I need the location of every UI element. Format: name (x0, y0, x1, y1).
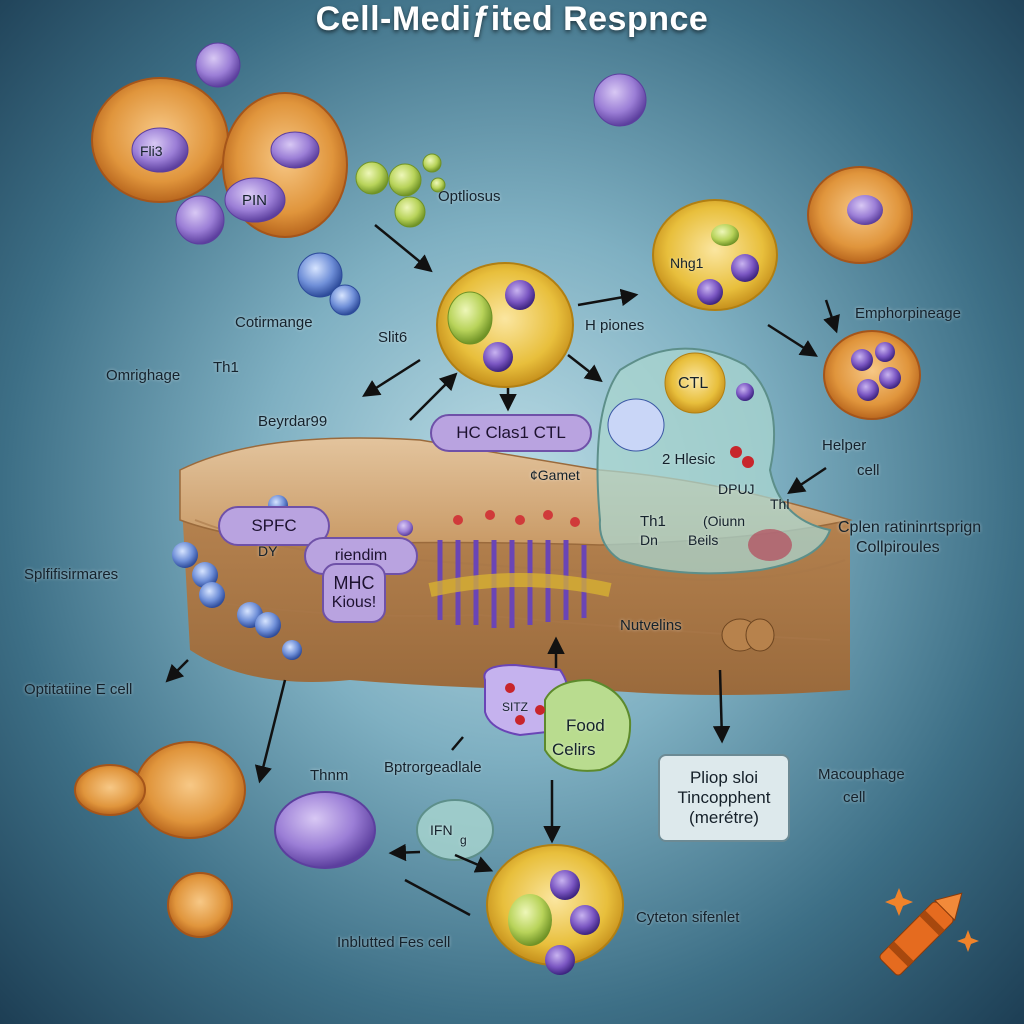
slit6-label: Slit6 (378, 329, 408, 346)
riendim-label: riendim (334, 547, 388, 564)
hc-class1-ctl-label: HC Clas1 CTL (456, 423, 566, 442)
ifn-label: IFN (430, 822, 453, 838)
food-label-1: Food (566, 716, 605, 735)
dpuj-label: DPUJ (718, 481, 755, 497)
omrighage-label: Omrighage (106, 367, 181, 384)
emphorpineage-label: Emphorpineage (855, 305, 961, 322)
macouphage-label-2: cell (843, 789, 866, 806)
ctl-bubble (596, 347, 832, 575)
spfc-label: SPFC (251, 516, 297, 535)
cplen-label-2: Collpiroules (856, 539, 940, 556)
th1-mid-label: Th1 (640, 513, 666, 530)
cplen-label-1: Cplen ratininrtsprign (838, 519, 982, 536)
mhc-box: MHC Kious! (322, 563, 386, 623)
optliosus-label: Optliosus (438, 188, 501, 205)
food-cells-blob (483, 663, 632, 772)
optitatiine-label: Optitatiine E cell (24, 681, 133, 698)
right-top-cells (652, 166, 921, 420)
nutvelins-label: Nutvelins (620, 617, 682, 634)
helper-label-2: cell (857, 462, 880, 479)
beyrdar99-label: Beyrdar99 (258, 413, 328, 430)
h-piones-label: H piones (585, 317, 645, 334)
sitz-label: SITZ (502, 700, 528, 714)
ctl-label: CTL (678, 375, 709, 392)
left-blue-cluster (172, 495, 413, 660)
pin-label: PIN (242, 192, 268, 209)
bptrorgeadlale-label: Bptrorgeadlale (384, 759, 482, 776)
dy-label: DY (258, 543, 278, 559)
mhc-label: MHC (333, 573, 375, 593)
pliop-note-box: Pliop sloi Tincopphent (merétre) (658, 754, 790, 842)
th1-left-label: Th1 (213, 359, 239, 376)
cyteton-label: Cyteton sifenlet (636, 909, 740, 926)
ifn-sub-label: g (460, 833, 467, 847)
pliop-label-2: Tincopphent (677, 788, 771, 807)
crayon-icon (879, 888, 979, 976)
dn-label: Dn (640, 532, 658, 548)
cotirmange-label: Cotirmange (235, 314, 313, 331)
food-label-2: Celirs (552, 740, 596, 759)
macouphage-label-1: Macouphage (818, 766, 905, 783)
diagram-title: Cell-Mediƒited Respnce (315, 0, 709, 38)
receptor-bundle (428, 510, 612, 628)
flow-arrows (165, 224, 840, 917)
inblutted-label: Inblutted Fes cell (337, 934, 451, 951)
mhc-sub-label: Kious! (331, 594, 377, 611)
top-left-cells (91, 42, 647, 316)
pliop-label-1: Pliop sloi (689, 768, 759, 787)
thl-label: Thl (770, 496, 790, 512)
splfifisirmares-label: Splfifisirmares (24, 566, 119, 583)
hlesic-label: 2 Hlesic (662, 451, 716, 468)
oiunn-label: (Oiunn (703, 513, 746, 529)
fli3-label: Fli3 (140, 143, 163, 159)
thnm-label: Thnm (310, 767, 349, 784)
beils-label: Beils (688, 532, 719, 548)
hc-class1-ctl-box: HC Clas1 CTL (430, 414, 592, 452)
nhg1-label: Nhg1 (670, 255, 704, 271)
gamet-label: ¢Gamet (530, 467, 580, 483)
green-cell-cluster (355, 153, 446, 228)
bottom-cells (74, 529, 792, 975)
pliop-label-3: (merétre) (689, 808, 759, 827)
central-yellow-cell (436, 262, 574, 388)
helper-label-1: Helper (822, 437, 867, 454)
